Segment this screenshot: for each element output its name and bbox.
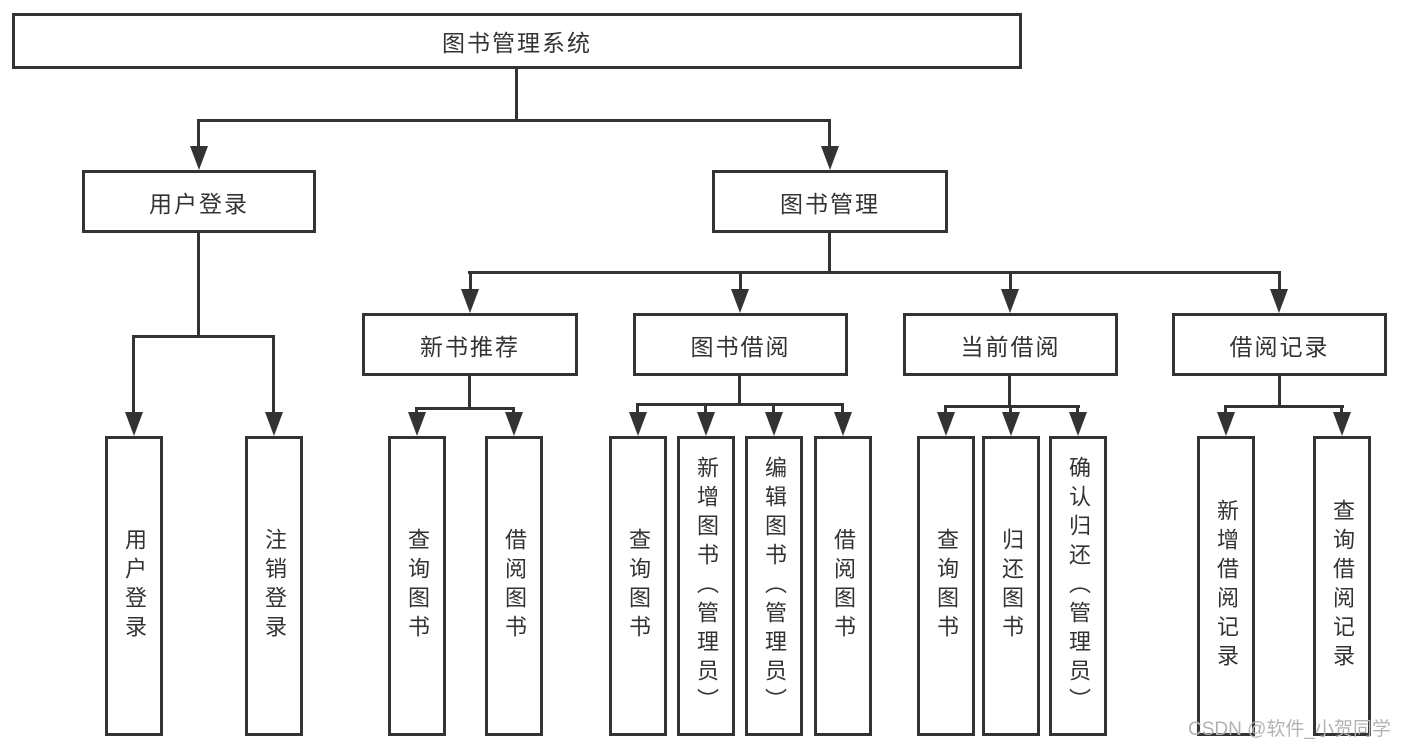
arrow-down-icon bbox=[1333, 412, 1351, 436]
arrow-down-icon bbox=[265, 412, 283, 436]
arrow-down-icon bbox=[765, 412, 783, 436]
leaf-query-books-current-label: 查询图书 bbox=[934, 528, 959, 644]
connector-line bbox=[197, 233, 200, 336]
arrow-down-icon bbox=[629, 412, 647, 436]
leaf-user-login-label: 用户登录 bbox=[122, 528, 147, 644]
connector-line bbox=[944, 405, 1080, 408]
arrow-down-icon bbox=[1002, 412, 1020, 436]
csdn-watermark: CSDN @软件_小贺同学 bbox=[1188, 719, 1391, 740]
leaf-add-books-admin-label: 新增图书（管理员） bbox=[694, 455, 719, 717]
connector-line bbox=[1009, 405, 1012, 414]
arrow-down-icon bbox=[1217, 412, 1235, 436]
arrow-down-icon bbox=[1001, 289, 1019, 313]
connector-line bbox=[1076, 405, 1079, 414]
leaf-query-books-recommend-label: 查询图书 bbox=[405, 528, 430, 644]
node-book-management: 图书管理 bbox=[712, 170, 948, 233]
arrow-down-icon bbox=[408, 412, 426, 436]
connector-line bbox=[704, 403, 707, 414]
node-current-borrow-label: 当前借阅 bbox=[960, 333, 1061, 360]
connector-line bbox=[1224, 405, 1227, 414]
leaf-user-login: 用户登录 bbox=[105, 436, 163, 736]
connector-line bbox=[1224, 405, 1344, 408]
connector-line bbox=[132, 335, 135, 416]
arrow-down-icon bbox=[125, 412, 143, 436]
arrow-down-icon bbox=[834, 412, 852, 436]
arrow-down-icon bbox=[1270, 289, 1288, 313]
node-borrow-records-label: 借阅记录 bbox=[1229, 333, 1330, 360]
leaf-return-books-label: 归还图书 bbox=[999, 528, 1024, 644]
leaf-add-borrow-record: 新增借阅记录 bbox=[1197, 436, 1255, 736]
connector-line bbox=[636, 403, 844, 406]
arrow-down-icon bbox=[697, 412, 715, 436]
connector-line bbox=[515, 69, 518, 122]
connector-line bbox=[197, 119, 200, 152]
connector-line bbox=[738, 376, 741, 405]
leaf-confirm-return-admin-label: 确认归还（管理员） bbox=[1066, 455, 1091, 717]
node-user-login-label: 用户登录 bbox=[149, 190, 249, 217]
leaf-edit-books-admin: 编辑图书（管理员） bbox=[745, 436, 803, 736]
connector-line bbox=[944, 405, 947, 414]
leaf-borrow-books-label: 借阅图书 bbox=[831, 528, 856, 644]
connector-line bbox=[469, 271, 472, 293]
node-new-book-recommend: 新书推荐 bbox=[362, 313, 578, 376]
arrow-down-icon bbox=[461, 289, 479, 313]
connector-line bbox=[468, 376, 471, 409]
connector-line bbox=[841, 403, 844, 414]
connector-line bbox=[1340, 405, 1343, 414]
leaf-return-books: 归还图书 bbox=[982, 436, 1040, 736]
leaf-edit-books-admin-label: 编辑图书（管理员） bbox=[762, 455, 787, 717]
arrow-down-icon bbox=[190, 146, 208, 170]
connector-line bbox=[272, 335, 275, 416]
leaf-borrow-books: 借阅图书 bbox=[814, 436, 872, 736]
arrow-down-icon bbox=[731, 289, 749, 313]
node-borrow-records: 借阅记录 bbox=[1172, 313, 1387, 376]
arrow-down-icon bbox=[505, 412, 523, 436]
connector-line bbox=[132, 335, 275, 338]
connector-line bbox=[1009, 271, 1012, 293]
leaf-query-books-borrow-label: 查询图书 bbox=[626, 528, 651, 644]
leaf-add-books-admin: 新增图书（管理员） bbox=[677, 436, 735, 736]
leaf-logout-label: 注销登录 bbox=[262, 528, 287, 644]
node-root: 图书管理系统 bbox=[12, 13, 1022, 69]
connector-line bbox=[415, 407, 515, 410]
connector-line bbox=[197, 119, 831, 122]
connector-line bbox=[739, 271, 742, 293]
leaf-logout: 注销登录 bbox=[245, 436, 303, 736]
arrow-down-icon bbox=[1069, 412, 1087, 436]
arrow-down-icon bbox=[937, 412, 955, 436]
node-book-borrow: 图书借阅 bbox=[633, 313, 848, 376]
connector-line bbox=[828, 233, 831, 273]
connector-line bbox=[468, 271, 1281, 274]
connector-line bbox=[1278, 376, 1281, 407]
leaf-borrow-books-recommend: 借阅图书 bbox=[485, 436, 543, 736]
node-book-borrow-label: 图书借阅 bbox=[690, 333, 791, 360]
node-current-borrow: 当前借阅 bbox=[903, 313, 1118, 376]
leaf-query-books-borrow: 查询图书 bbox=[609, 436, 667, 736]
node-user-login: 用户登录 bbox=[82, 170, 316, 233]
connector-line bbox=[1008, 376, 1011, 407]
node-book-management-label: 图书管理 bbox=[780, 190, 880, 217]
leaf-query-books-recommend: 查询图书 bbox=[388, 436, 446, 736]
node-root-label: 图书管理系统 bbox=[442, 30, 592, 56]
arrow-down-icon bbox=[821, 146, 839, 170]
leaf-confirm-return-admin: 确认归还（管理员） bbox=[1049, 436, 1107, 736]
leaf-query-borrow-record: 查询借阅记录 bbox=[1313, 436, 1371, 736]
leaf-query-books-current: 查询图书 bbox=[917, 436, 975, 736]
connector-line bbox=[828, 119, 831, 152]
node-new-book-recommend-label: 新书推荐 bbox=[420, 333, 520, 360]
leaf-query-borrow-record-label: 查询借阅记录 bbox=[1330, 499, 1355, 673]
connector-line bbox=[772, 403, 775, 414]
connector-line bbox=[636, 403, 639, 414]
leaf-borrow-books-recommend-label: 借阅图书 bbox=[502, 528, 527, 644]
connector-line bbox=[1278, 271, 1281, 293]
leaf-add-borrow-record-label: 新增借阅记录 bbox=[1214, 499, 1239, 673]
